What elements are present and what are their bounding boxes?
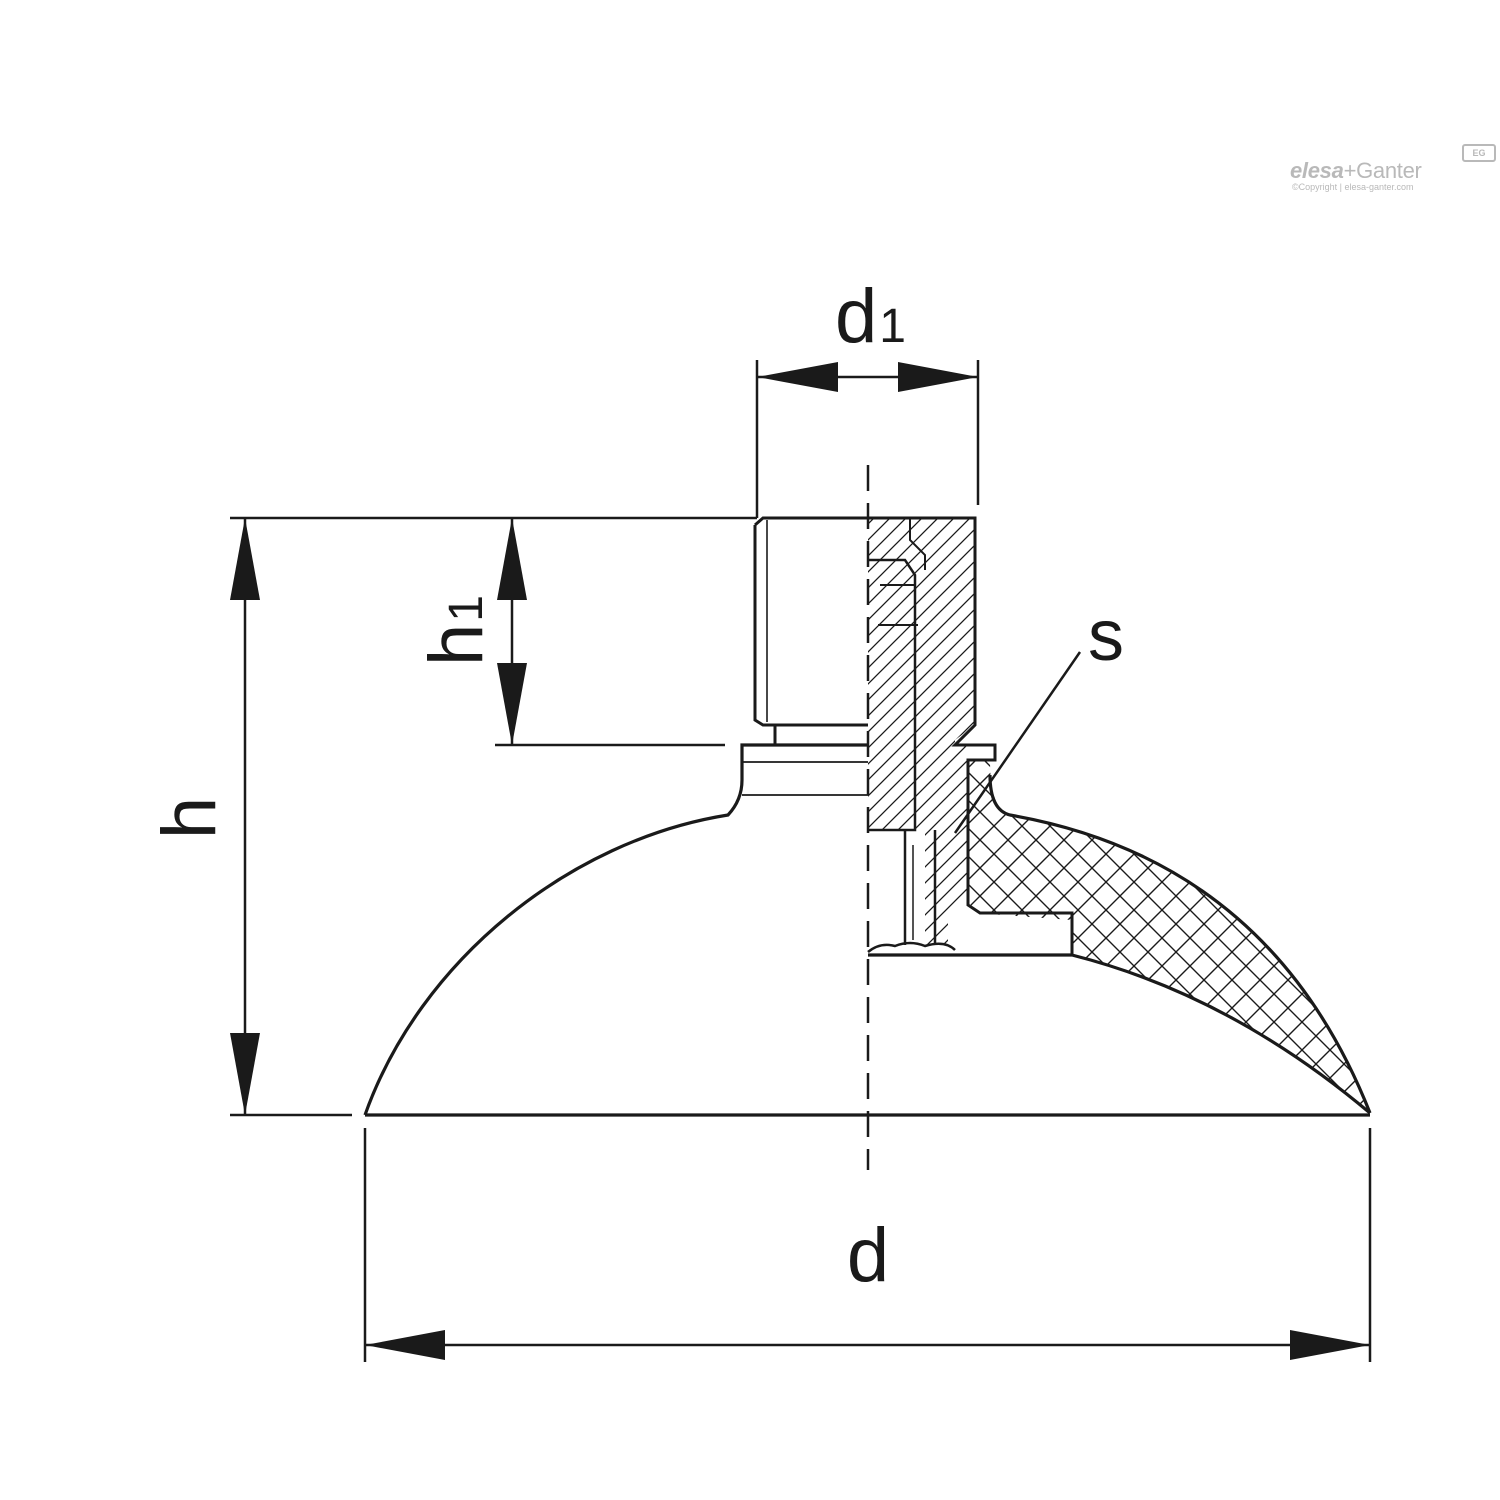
brand-name: elesa+Ganter <box>1290 158 1422 183</box>
brand-logo-mark: EG <box>1462 144 1496 162</box>
label-h1: h1 <box>414 595 499 666</box>
dimension-h <box>230 516 757 1117</box>
brand-copyright: ©Copyright | elesa-ganter.com <box>1292 182 1414 192</box>
label-h: h <box>147 797 232 839</box>
insert-section <box>867 516 1074 957</box>
label-s: s <box>1088 596 1124 676</box>
threaded-stud <box>742 516 868 796</box>
brand-watermark: EG elesa+Ganter ©Copyright | elesa-gante… <box>1290 144 1496 195</box>
dimension-d <box>363 1128 1372 1362</box>
dimension-h1 <box>495 518 725 747</box>
leader-s <box>953 651 1082 834</box>
dimension-d1 <box>755 360 980 518</box>
label-d: d <box>847 1213 889 1298</box>
label-d1: d1 <box>835 274 906 359</box>
cup-section-hatch <box>968 760 1370 1113</box>
